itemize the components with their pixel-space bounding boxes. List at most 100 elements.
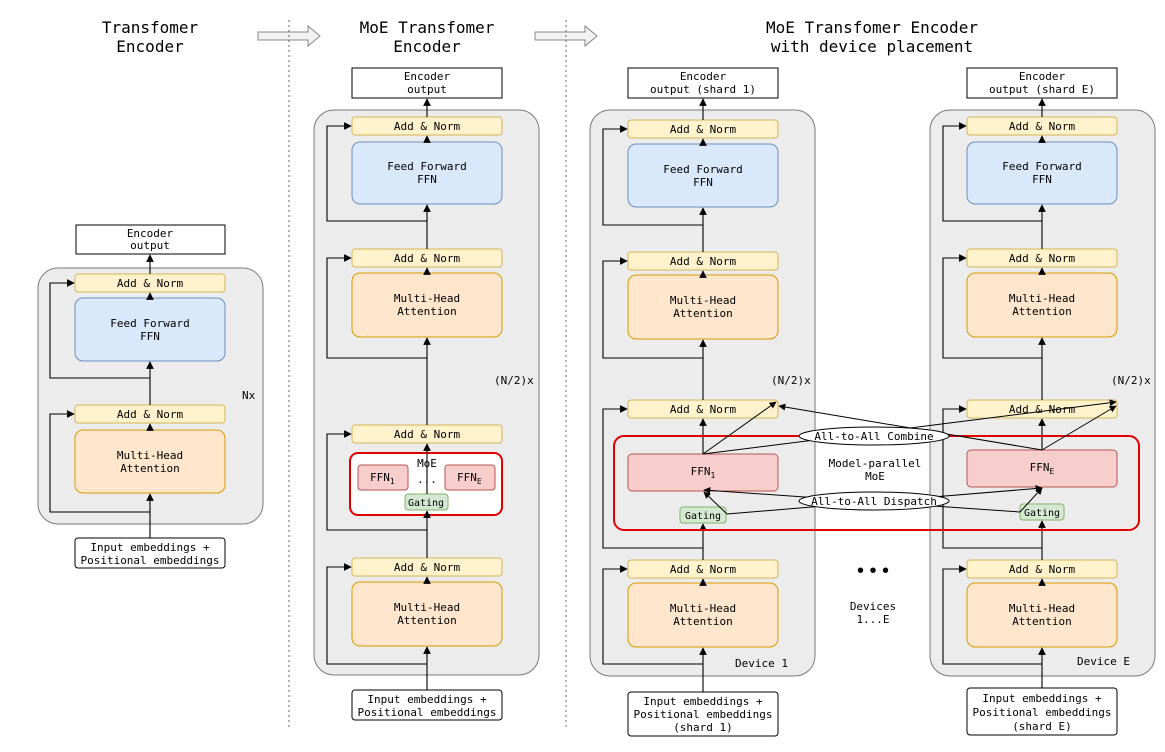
header-right-line2: with device placement xyxy=(771,37,973,56)
device-e-mha-2-line2: Attention xyxy=(1012,615,1072,628)
left-mha-line1: Multi-Head xyxy=(117,449,183,462)
device-1-label: Device 1 xyxy=(735,657,788,670)
device-1-gating-box xyxy=(679,506,727,524)
middle-input-line2: Positional embeddings xyxy=(357,706,496,719)
device-e-addnorm-4-label: Add & Norm xyxy=(1009,563,1076,576)
header-middle-line2: Encoder xyxy=(393,37,461,56)
device-1-addnorm-2-label: Add & Norm xyxy=(670,255,737,268)
device-1-output-box xyxy=(627,67,779,99)
header-middle-line1: MoE Transfomer xyxy=(360,18,495,37)
model-parallel-line2: MoE xyxy=(865,470,885,483)
device-e-output-box xyxy=(966,67,1118,99)
middle-mha-2-line1: Multi-Head xyxy=(394,601,460,614)
left-ffn-line1: Feed Forward xyxy=(110,317,189,330)
middle-addnorm-3-label: Add & Norm xyxy=(394,428,461,441)
middle-addnorm-2-label: Add & Norm xyxy=(394,252,461,265)
device-e-gating-label: Gating xyxy=(1024,508,1060,519)
middle-mha-2-line2: Attention xyxy=(397,614,457,627)
device-1-mha-1-line2: Attention xyxy=(673,307,733,320)
middle-encoder: Encoder output Add & Norm Feed Forward F… xyxy=(313,67,540,721)
device-e-encoder: Encoder output (shard E) Add & Norm Feed… xyxy=(929,67,1156,736)
middle-mha-1-line1: Multi-Head xyxy=(394,292,460,305)
device-e-addnorm-2-label: Add & Norm xyxy=(1009,252,1076,265)
header-left-line2: Encoder xyxy=(116,37,184,56)
device-e-expert-prefix: FFN xyxy=(1030,461,1050,474)
device-1-output-line1: Encoder xyxy=(680,70,727,83)
left-encoder-output-line1: Encoder xyxy=(127,227,174,240)
left-input-line1: Input embeddings + xyxy=(90,541,210,554)
device-e-input-line1: Input embeddings + xyxy=(982,692,1102,705)
device-1-expert-sub: 1 xyxy=(711,471,716,480)
device-e-output-line2: output (shard E) xyxy=(989,83,1095,96)
device-1-repeat-label: (N/2)x xyxy=(771,374,811,387)
middle-gating-label: Gating xyxy=(408,498,444,509)
device-1-mha-1-line1: Multi-Head xyxy=(670,294,736,307)
middle-encoder-output-line1: Encoder xyxy=(404,70,451,83)
model-parallel-moe: Model-parallel MoE All-to-All Combine Al… xyxy=(613,399,1140,531)
middle-ffn-line1: Feed Forward xyxy=(387,160,466,173)
device-e-repeat-label: (N/2)x xyxy=(1111,374,1151,387)
header-middle: MoE Transfomer Encoder xyxy=(360,18,495,56)
left-input-line2: Positional embeddings xyxy=(80,554,219,567)
device-e-label: Device E xyxy=(1077,655,1130,668)
device-e-input-line3: (shard E) xyxy=(1012,720,1072,733)
all-to-all-combine-pill xyxy=(798,426,950,446)
middle-arrows xyxy=(326,98,431,690)
device-1-input-line3: (shard 1) xyxy=(673,721,733,734)
device-e-output-line1: Encoder xyxy=(1019,70,1066,83)
left-ffn-line2: FFN xyxy=(140,330,160,343)
middle-expert-1-prefix: FFN xyxy=(370,471,390,484)
device-e-arrows xyxy=(942,98,1046,688)
device-1-gating-label: Gating xyxy=(685,511,721,522)
middle-mha-1-line2: Attention xyxy=(397,305,457,318)
model-parallel-line1: Model-parallel xyxy=(829,457,922,470)
device-e-mha-2-line1: Multi-Head xyxy=(1009,602,1075,615)
device-e-addnorm-1-label: Add & Norm xyxy=(1009,120,1076,133)
left-encoder-output-line2: output xyxy=(130,239,170,252)
device-e-expert-sub: E xyxy=(1050,467,1055,476)
devices-label-line1: Devices xyxy=(850,600,896,613)
all-to-all-dispatch-pill xyxy=(798,491,950,511)
middle-repeat-label: (N/2)x xyxy=(494,374,534,387)
header-right-line1: MoE Transfomer Encoder xyxy=(766,18,978,37)
device-1-expert-label: FFN1 xyxy=(691,465,716,480)
device-e-addnorm-3-label: Add & Norm xyxy=(1009,403,1076,416)
left-encoder-output-box xyxy=(75,224,226,255)
device-1-mha-2-line2: Attention xyxy=(673,615,733,628)
device-1-expert-prefix: FFN xyxy=(691,465,711,478)
middle-addnorm-1-label: Add & Norm xyxy=(394,120,461,133)
middle-expert-1-sub: 1 xyxy=(390,477,395,486)
header-left-line1: Transfomer xyxy=(102,18,199,37)
device-1-addnorm-4-label: Add & Norm xyxy=(670,563,737,576)
middle-expert-e-sub: E xyxy=(477,477,482,486)
middle-encoder-output-box xyxy=(351,67,503,99)
device-1-output-line2: output (shard 1) xyxy=(650,83,756,96)
device-1-addnorm-1-label: Add & Norm xyxy=(670,123,737,136)
device-1-mha-2-line1: Multi-Head xyxy=(670,602,736,615)
middle-expert-e-box xyxy=(444,464,496,491)
device-e-ffn-line1: Feed Forward xyxy=(1002,160,1081,173)
left-encoder: Encoder output Add & Norm Feed Forward F… xyxy=(37,224,264,569)
devices-separator: • • • Devices 1...E xyxy=(850,560,896,626)
header-right: MoE Transfomer Encoder with device place… xyxy=(766,18,978,56)
middle-input-line1: Input embeddings + xyxy=(367,693,487,706)
all-to-all-dispatch-label: All-to-All Dispatch xyxy=(811,495,937,508)
left-arrows xyxy=(49,254,154,538)
device-1-input-line2: Positional embeddings xyxy=(633,708,772,721)
middle-expert-1-box xyxy=(357,464,409,491)
device-1-input-line1: Input embeddings + xyxy=(643,695,763,708)
device-e-input-line2: Positional embeddings xyxy=(972,706,1111,719)
header-left: Transfomer Encoder xyxy=(102,18,199,56)
middle-expert-1-label: FFN1 xyxy=(370,471,395,486)
all-to-all-combine-label: All-to-All Combine xyxy=(814,430,933,443)
device-e-mha-1-line1: Multi-Head xyxy=(1009,292,1075,305)
device-1-addnorm-3-label: Add & Norm xyxy=(670,403,737,416)
device-1-ffn-line1: Feed Forward xyxy=(663,163,742,176)
device-1-encoder: Encoder output (shard 1) Add & Norm Feed… xyxy=(589,67,816,737)
left-mha-line2: Attention xyxy=(120,462,180,475)
device-e-expert-label: FFNE xyxy=(1030,461,1055,476)
middle-expert-e-label: FFNE xyxy=(457,471,482,486)
left-addnorm-bottom-label: Add & Norm xyxy=(117,408,184,421)
